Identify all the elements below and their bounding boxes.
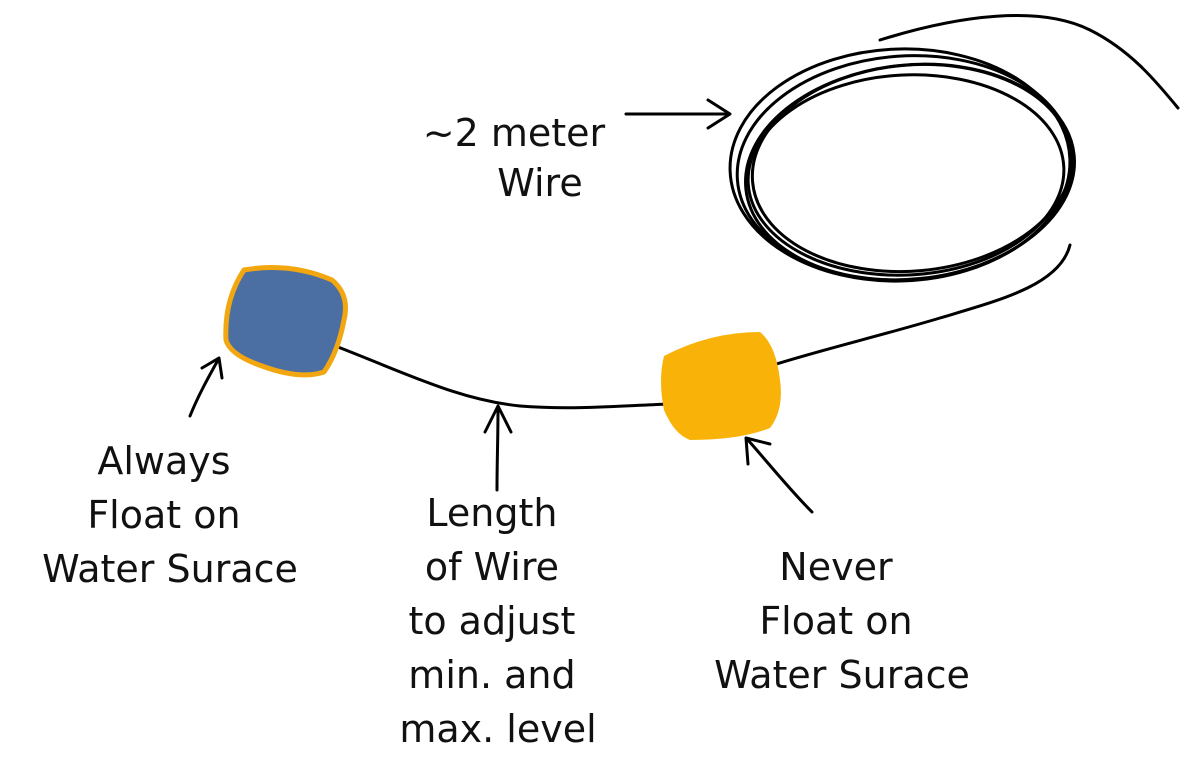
label-always-float-line-2: Float on <box>87 493 240 537</box>
label-never-float: Never Float on Water Surace <box>714 545 970 697</box>
label-never-float-line-3: Water Surace <box>714 653 970 697</box>
wire-segment-between-floats <box>336 345 670 410</box>
label-always-float: Always Float on Water Surace <box>42 439 298 591</box>
label-wire-coil-line-2: Wire <box>497 161 582 205</box>
wire-coil <box>728 14 1180 283</box>
label-always-float-line-3: Water Surace <box>42 547 298 591</box>
label-wire-length: Length of Wire to adjust min. and max. l… <box>399 491 596 751</box>
arrow-to-coil <box>624 98 732 130</box>
arrow-to-always-float <box>188 356 224 418</box>
label-wire-length-line-4: min. and <box>408 653 575 697</box>
wire-segment-coil-to-never-float <box>768 243 1072 368</box>
float-always-box <box>223 265 348 378</box>
float-never-box <box>661 332 781 440</box>
arrow-to-wire-length <box>483 404 513 492</box>
label-wire-length-line-2: of Wire <box>425 545 559 589</box>
label-never-float-line-2: Float on <box>759 599 912 643</box>
label-wire-coil: ~2 meter Wire <box>423 111 618 205</box>
label-wire-length-line-3: to adjust <box>408 599 575 643</box>
arrow-to-never-float <box>744 436 814 514</box>
label-never-float-line-1: Never <box>779 545 893 589</box>
label-wire-coil-line-1: ~2 meter <box>423 111 606 155</box>
label-wire-length-line-1: Length <box>426 491 557 535</box>
label-wire-length-line-5: max. level <box>399 707 596 751</box>
label-always-float-line-1: Always <box>97 439 230 483</box>
